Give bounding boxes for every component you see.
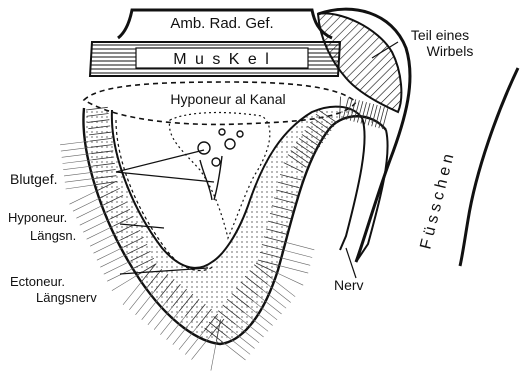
muskel-label-box: M u s K e l xyxy=(136,48,308,68)
label-hyponeur: Hyponeur. xyxy=(8,210,67,225)
label-laengsnerv: Längsnerv xyxy=(36,290,97,305)
label-fuesschen: Füsschen xyxy=(417,148,458,250)
label-wirbels: Wirbels xyxy=(427,43,474,59)
label-ectoneur: Ectoneur. xyxy=(10,274,65,289)
blood-vessels xyxy=(198,129,243,200)
label-laengsn: Längsn. xyxy=(30,228,76,243)
label-nerv: Nerv xyxy=(334,277,364,293)
label-muskel: M u s K e l xyxy=(173,51,271,68)
label-amb-rad-gef: Amb. Rad. Gef. xyxy=(170,15,273,32)
adjacent-tube-foot-line xyxy=(460,68,518,266)
label-blutgef: Blutgef. xyxy=(10,171,57,187)
label-hyponeural-kanal: Hyponeur al Kanal xyxy=(170,91,285,107)
label-teil-eines: Teil eines xyxy=(411,27,469,43)
